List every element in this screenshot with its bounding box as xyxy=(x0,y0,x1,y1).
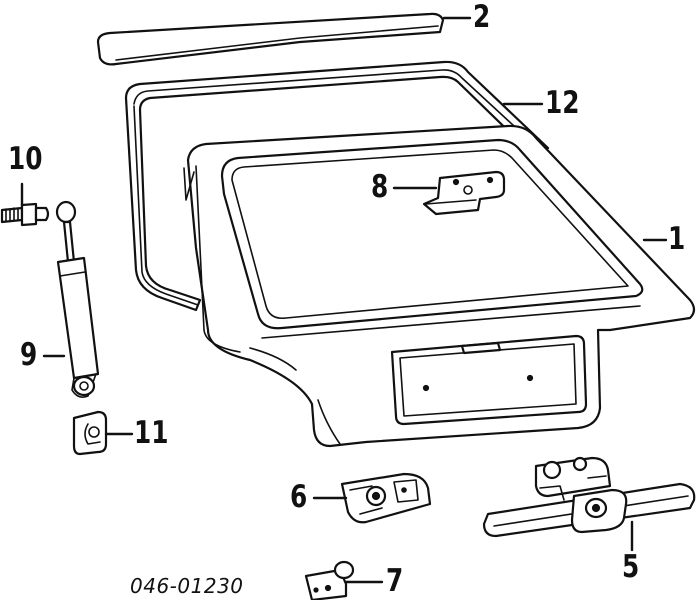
part-11-bracket xyxy=(72,410,108,456)
callout-2: 2 xyxy=(473,0,491,35)
part-1-hatch-door xyxy=(183,124,696,448)
part-2-spoiler xyxy=(96,12,445,66)
callout-10: 10 xyxy=(8,141,43,177)
leader-lines xyxy=(20,16,668,584)
callout-1: 1 xyxy=(668,221,686,257)
part-8-hinge xyxy=(422,170,506,216)
part-12-weatherstrip xyxy=(124,60,550,312)
callout-5: 5 xyxy=(622,549,640,585)
callout-8: 8 xyxy=(371,169,389,205)
part-6-lock xyxy=(340,472,432,524)
callout-6: 6 xyxy=(290,479,308,515)
part-7-cylinder xyxy=(304,560,355,600)
diagram-code: 046-01230 xyxy=(130,574,244,598)
callout-12: 12 xyxy=(545,85,580,121)
callout-9: 9 xyxy=(20,337,38,373)
part-10-bolt xyxy=(0,202,50,227)
callout-11: 11 xyxy=(134,415,169,451)
part-5-garnish xyxy=(482,456,696,538)
part-9-gas-strut xyxy=(55,200,100,398)
callout-7: 7 xyxy=(386,563,404,599)
